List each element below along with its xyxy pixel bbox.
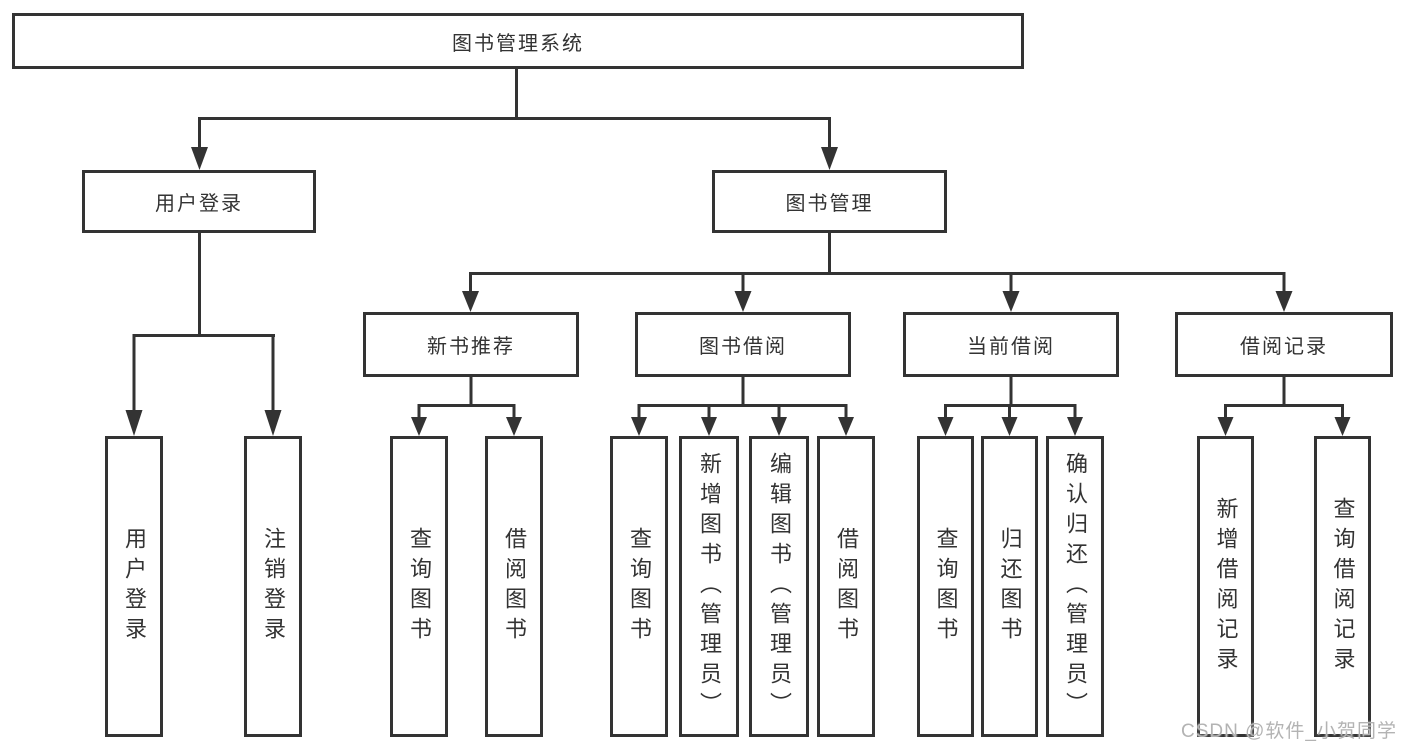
node-borrowing-records: 借阅记录 (1175, 312, 1393, 377)
csdn-watermark: CSDN @软件_小贺同学 (1181, 721, 1397, 742)
arrowhead-new-book-rec (462, 291, 479, 312)
leaf-borrow-book-recommendation: 借阅图书 (485, 436, 543, 737)
leaf-user-login: 用户登录 (105, 436, 163, 737)
arrowhead-book-borrow (734, 291, 752, 312)
arrowhead-leaf-borrow-book (838, 417, 854, 436)
arrowhead-leaf-return-book (1001, 417, 1018, 436)
node-new-book-recommendation: 新书推荐 (363, 312, 579, 377)
node-user-login: 用户登录 (82, 170, 316, 233)
node-library-management-system: 图书管理系统 (12, 13, 1024, 69)
arrowhead-leaf-query-borrow-record (1334, 417, 1351, 436)
arrowhead-book-mgmt (821, 147, 838, 170)
arrowhead-leaf-logout (264, 410, 282, 436)
leaf-query-book-current: 查询图书 (917, 436, 974, 737)
arrowhead-current-borrow (1002, 291, 1020, 312)
leaf-return-book: 归还图书 (981, 436, 1038, 737)
leaf-confirm-return-admin: 确认归还（管理员） (1046, 436, 1104, 737)
arrowhead-leaf-query-book-current (937, 417, 954, 436)
leaf-borrow-book: 借阅图书 (817, 436, 875, 737)
node-book-management: 图书管理 (712, 170, 947, 233)
leaf-logout: 注销登录 (244, 436, 302, 737)
leaf-add-book-admin: 新增图书（管理员） (679, 436, 739, 737)
arrowhead-leaf-add-borrow-record (1217, 417, 1234, 436)
arrowhead-borrow-records (1275, 291, 1293, 312)
arrowhead-leaf-edit-book (771, 417, 787, 436)
node-current-borrowing: 当前借阅 (903, 312, 1119, 377)
arrowhead-leaf-query-book-rec (411, 417, 427, 436)
arrowhead-leaf-confirm-return (1067, 417, 1083, 436)
leaf-query-book-borrowing: 查询图书 (610, 436, 668, 737)
node-book-borrowing: 图书借阅 (635, 312, 851, 377)
arrowhead-leaf-user-login (125, 410, 143, 436)
arrowhead-leaf-query-book-borrow (631, 417, 647, 436)
leaf-add-borrow-record: 新增借阅记录 (1197, 436, 1254, 737)
leaf-query-book-recommendation: 查询图书 (390, 436, 448, 737)
leaf-edit-book-admin: 编辑图书（管理员） (749, 436, 809, 737)
arrowhead-leaf-add-book (701, 417, 717, 436)
arrowhead-leaf-borrow-book-rec (506, 417, 522, 436)
arrowhead-user-login (191, 147, 208, 170)
leaf-query-borrow-record: 查询借阅记录 (1314, 436, 1371, 737)
